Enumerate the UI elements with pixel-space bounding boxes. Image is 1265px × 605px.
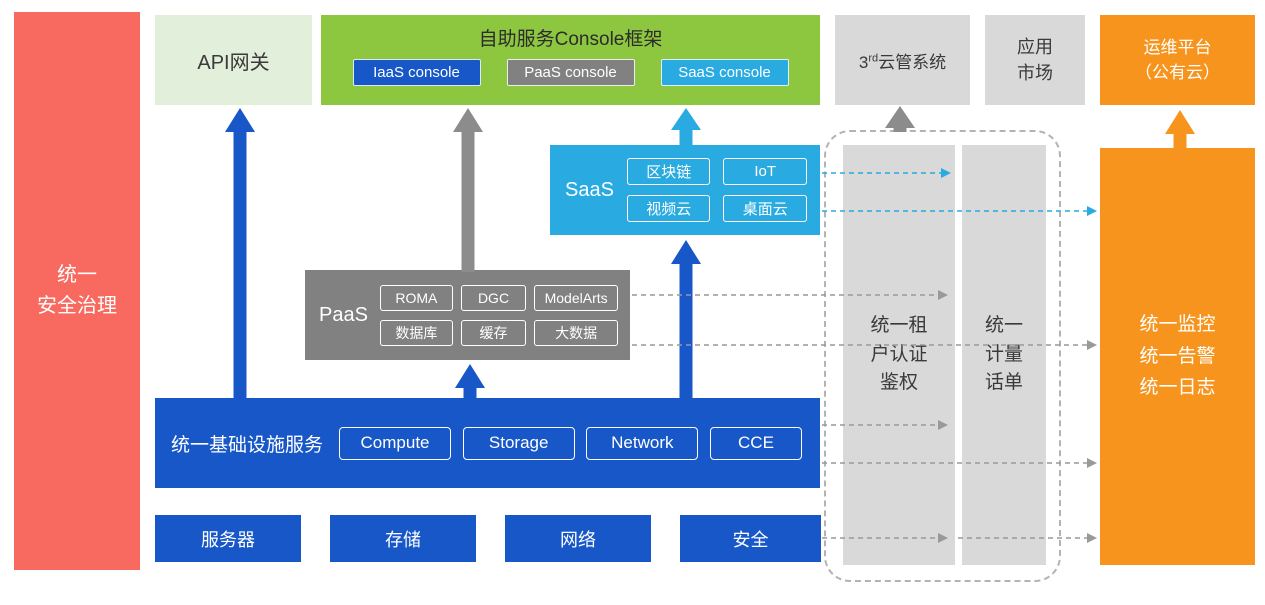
auth-bar: 统一租 户认证 鉴权: [843, 145, 955, 565]
infra-item-storage: Storage: [462, 426, 575, 460]
saas-item-blockchain: 区块链: [626, 158, 711, 185]
arrow-saas-to-console: [671, 108, 701, 147]
third-party-label-sup: rd: [868, 51, 879, 64]
infra-label: 统一基础设施服务: [171, 434, 324, 456]
paas-item-cache: 缓存: [460, 319, 527, 346]
third-party-label-prefix: 3: [858, 52, 869, 72]
resource-box-server: 服务器: [155, 515, 301, 562]
app-market-box: 应用 市场: [985, 15, 1085, 105]
paas-console-chip: PaaS console: [506, 59, 635, 86]
auth-bar-label: 统一租 户认证 鉴权: [870, 315, 928, 394]
paas-item-roma: ROMA: [379, 284, 453, 311]
arrow-infra-to-api-gateway: [225, 108, 255, 400]
third-party-label-rest: 云管系统: [878, 52, 947, 72]
api-gateway-label: API网关: [197, 51, 270, 74]
third-party-cloud-label: 3rd云管系统: [859, 48, 946, 73]
saas-item-grid: 区块链 IoT 视频云 桌面云: [626, 158, 807, 222]
console-chip-row: IaaS console PaaS console SaaS console: [352, 59, 789, 86]
security-governance-label: 统一 安全治理: [37, 264, 117, 317]
arrow-paas-to-console: [453, 108, 483, 272]
saas-item-desktop-cloud: 桌面云: [723, 195, 807, 222]
paas-item-dgc: DGC: [460, 284, 527, 311]
paas-box: PaaS ROMA DGC ModelArts 数据库 缓存 大数据: [305, 270, 630, 360]
arrow-monitor-to-om-platform: [1165, 110, 1195, 150]
paas-label: PaaS: [319, 303, 368, 326]
billing-bar-label: 统一 计量 话单: [984, 315, 1023, 394]
paas-item-database: 数据库: [379, 319, 453, 346]
saas-label: SaaS: [565, 178, 614, 201]
om-platform-box: 运维平台 （公有云）: [1100, 15, 1255, 105]
resource-box-security: 安全: [680, 515, 821, 562]
saas-box: SaaS 区块链 IoT 视频云 桌面云: [550, 145, 820, 235]
infra-item-network: Network: [586, 426, 699, 460]
arrow-infra-to-saas: [671, 240, 701, 400]
infra-item-cce: CCE: [709, 426, 802, 460]
om-platform-label: 运维平台 （公有云）: [1135, 37, 1220, 83]
security-governance-bar: 统一 安全治理: [14, 12, 140, 570]
billing-bar: 统一 计量 话单: [962, 145, 1046, 565]
saas-console-chip: SaaS console: [660, 59, 789, 86]
paas-item-modelarts: ModelArts: [534, 284, 618, 311]
paas-item-bigdata: 大数据: [534, 319, 618, 346]
console-frame-box: 自助服务Console框架 IaaS console PaaS console …: [321, 15, 820, 105]
paas-item-grid: ROMA DGC ModelArts 数据库 缓存 大数据: [379, 284, 618, 346]
infra-item-row: Compute Storage Network CCE: [339, 426, 802, 460]
resource-box-storage: 存储: [330, 515, 476, 562]
third-party-cloud-box: 3rd云管系统: [835, 15, 970, 105]
iaas-console-chip: IaaS console: [352, 59, 481, 86]
tenant-group-frame: [824, 130, 1061, 582]
infra-item-compute: Compute: [339, 426, 452, 460]
monitor-bar: 统一监控 统一告警 统一日志: [1100, 148, 1255, 565]
api-gateway-box: API网关: [155, 15, 312, 105]
app-market-label: 应用 市场: [1017, 36, 1053, 83]
saas-item-iot: IoT: [723, 158, 807, 185]
console-frame-title: 自助服务Console框架: [478, 29, 663, 50]
arrow-group-to-third-party: [885, 106, 915, 132]
resource-box-network: 网络: [505, 515, 651, 562]
infra-box: 统一基础设施服务 Compute Storage Network CCE: [155, 398, 820, 488]
monitor-bar-label: 统一监控 统一告警 统一日志: [1139, 314, 1216, 399]
arrow-infra-to-paas: [455, 364, 485, 400]
saas-item-video-cloud: 视频云: [626, 195, 711, 222]
